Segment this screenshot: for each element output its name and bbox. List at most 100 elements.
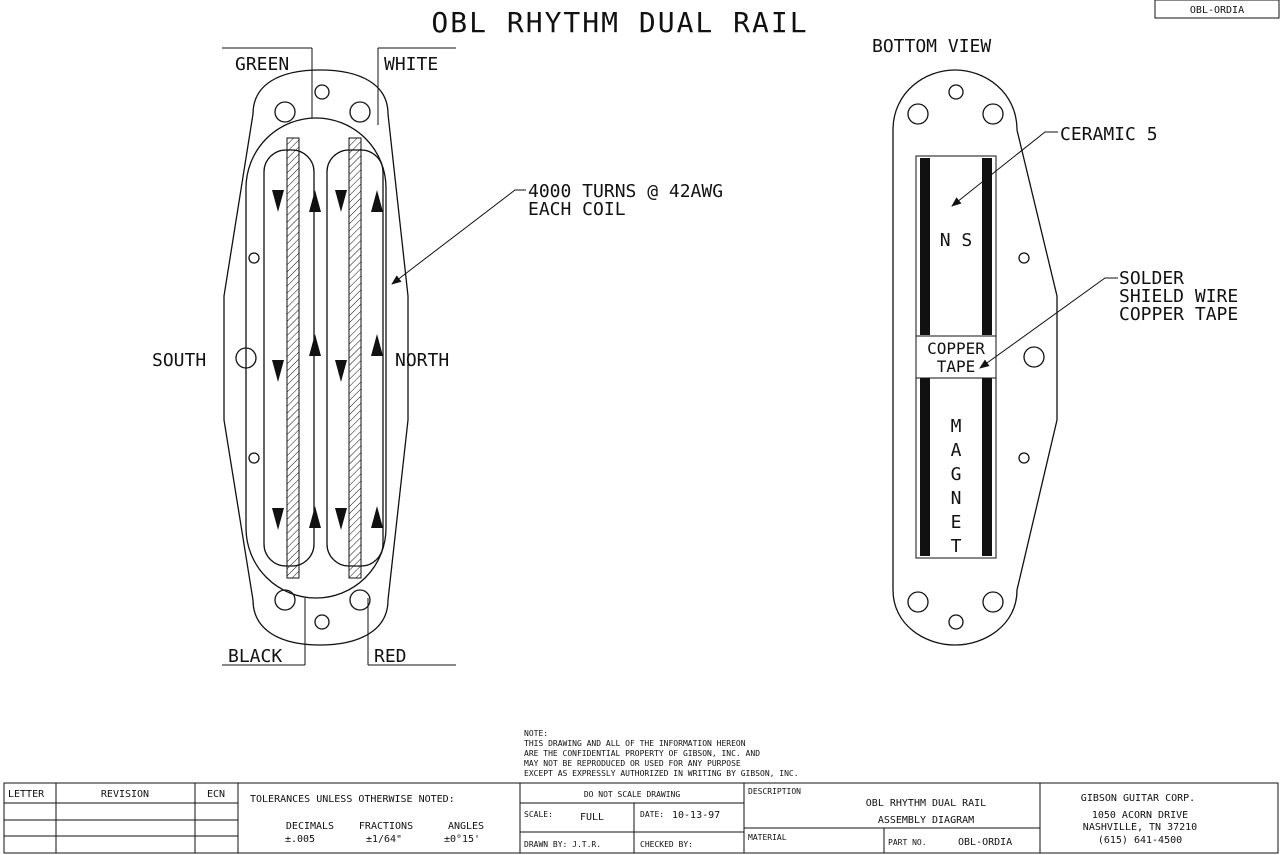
bottom-view-title: BOTTOM VIEW: [872, 36, 991, 57]
title-block: LETTER REVISION ECN TOLERANCES UNLESS OT…: [3, 782, 1279, 854]
magnet-letter: M: [951, 416, 962, 437]
pickup-outline: [223, 69, 409, 646]
arrow-up-icon: [371, 334, 383, 356]
decimals-value: ±.005: [285, 834, 315, 845]
arrow-up-icon: [371, 190, 383, 212]
date-label: DATE:: [640, 810, 664, 819]
arrow-up-icon: [309, 506, 321, 528]
side-hole: [235, 347, 257, 369]
mount-hole: [982, 103, 1004, 125]
tape-label-line2: TAPE: [937, 357, 976, 376]
coil-note-line2: EACH COIL: [528, 199, 626, 220]
letter-header: LETTER: [8, 789, 45, 800]
part-no-value: OBL-ORDIA: [958, 837, 1012, 848]
mount-hole: [907, 103, 929, 125]
scale-label: SCALE:: [524, 810, 553, 819]
tape-label-line1: COPPER: [927, 339, 985, 358]
solder-line3: COPPER TAPE: [1119, 304, 1238, 325]
solder-line2: SHIELD WIRE: [1119, 286, 1238, 307]
bottom-view: BOTTOM VIEW N S COPPER TAPE M A G N E T: [872, 36, 1238, 646]
bobbin-outline: [245, 117, 387, 599]
rail-left: [286, 137, 300, 579]
magnet-letter: E: [951, 512, 962, 533]
ceramic-callout: CERAMIC 5: [1060, 124, 1158, 145]
note-line: EXCEPT AS EXPRESSLY AUTHORIZED IN WRITIN…: [524, 769, 799, 778]
confidential-note: NOTE: THIS DRAWING AND ALL OF THE INFORM…: [524, 729, 799, 778]
mount-hole: [907, 591, 929, 613]
pole-south-label: SOUTH: [152, 350, 206, 371]
mount-hole: [948, 84, 964, 100]
arrow-down-icon: [335, 360, 347, 382]
mount-hole: [349, 101, 371, 123]
fractions-value: ±1/64": [366, 834, 402, 845]
arrow-down-icon: [272, 190, 284, 212]
arrow-up-icon: [309, 190, 321, 212]
mount-hole: [274, 589, 296, 611]
magnet-bar-left-bottom: [920, 378, 930, 556]
part-tag-box: [1154, 0, 1280, 19]
note-line: THIS DRAWING AND ALL OF THE INFORMATION …: [524, 739, 746, 748]
arrow-down-icon: [335, 190, 347, 212]
ceramic-callout-leader: [951, 131, 1058, 207]
company-address1: 1050 ACORN DRIVE: [1092, 810, 1188, 821]
description-line1: OBL RHYTHM DUAL RAIL: [866, 798, 986, 809]
angles-header: ANGLES: [448, 821, 484, 832]
drawn-by: DRAWN BY: J.T.R.: [524, 840, 601, 849]
mount-hole: [314, 84, 330, 100]
coil-note-line1: 4000 TURNS @ 42AWG: [528, 181, 723, 202]
baseplate-outline: [892, 69, 1058, 646]
side-hole: [1023, 346, 1045, 368]
arrow-down-icon: [272, 508, 284, 530]
company-address2: NASHVILLE, TN 37210: [1083, 822, 1197, 833]
ecn-header: ECN: [207, 789, 225, 800]
decimals-header: DECIMALS: [286, 821, 334, 832]
company-name: GIBSON GUITAR CORP.: [1081, 793, 1195, 804]
solder-line1: SOLDER: [1119, 268, 1184, 289]
mount-hole: [314, 614, 330, 630]
magnet-letter: N: [951, 488, 962, 509]
note-line: ARE THE CONFIDENTIAL PROPERTY OF GIBSON,…: [524, 749, 760, 758]
do-not-scale: DO NOT SCALE DRAWING: [584, 790, 681, 799]
company-phone: (615) 641-4500: [1098, 835, 1182, 846]
front-view: GREEN WHITE BLACK RED SOUTH: [152, 47, 723, 667]
pole-north-label: NORTH: [395, 350, 449, 371]
scale-value: FULL: [580, 812, 604, 823]
fractions-header: FRACTIONS: [359, 821, 413, 832]
note-heading: NOTE:: [524, 729, 548, 738]
magnet-letter: G: [951, 464, 962, 485]
coil-callout-leader: [391, 189, 526, 285]
magnet-letter: T: [951, 536, 962, 557]
wire-black-label: BLACK: [228, 646, 282, 667]
magnet-bar-left-top: [920, 158, 930, 335]
magnet-vertical-label: M A G N E T: [951, 416, 962, 557]
material-label: MATERIAL: [748, 833, 787, 842]
rail-right: [348, 137, 362, 579]
date-value: 10-13-97: [672, 810, 720, 821]
mount-hole: [274, 101, 296, 123]
drawing-title: OBL RHYTHM DUAL RAIL: [431, 6, 808, 39]
magnet-letter: A: [951, 440, 962, 461]
revision-header: REVISION: [101, 789, 149, 800]
wire-green-label: GREEN: [235, 54, 289, 75]
mount-hole: [948, 614, 964, 630]
solder-callout-leader: [979, 277, 1118, 369]
arrow-down-icon: [272, 360, 284, 382]
side-hole: [248, 452, 260, 464]
side-hole: [1018, 452, 1030, 464]
description-line2: ASSEMBLY DIAGRAM: [878, 815, 974, 826]
arrow-up-icon: [309, 334, 321, 356]
wire-red-label: RED: [374, 646, 407, 667]
arrow-down-icon: [335, 508, 347, 530]
part-tag: OBL-ORDIA: [1190, 5, 1244, 16]
tolerances-label: TOLERANCES UNLESS OTHERWISE NOTED:: [250, 794, 455, 805]
wire-white-label: WHITE: [384, 54, 438, 75]
description-label: DESCRIPTION: [748, 787, 801, 796]
magnet-bar-right-top: [982, 158, 992, 335]
checked-by: CHECKED BY:: [640, 840, 693, 849]
side-hole: [1018, 252, 1030, 264]
magnet-bar-right-bottom: [982, 378, 992, 556]
note-line: MAY NOT BE REPRODUCED OR USED FOR ANY PU…: [524, 759, 741, 768]
part-no-label: PART NO.: [888, 838, 927, 847]
mount-hole: [982, 591, 1004, 613]
